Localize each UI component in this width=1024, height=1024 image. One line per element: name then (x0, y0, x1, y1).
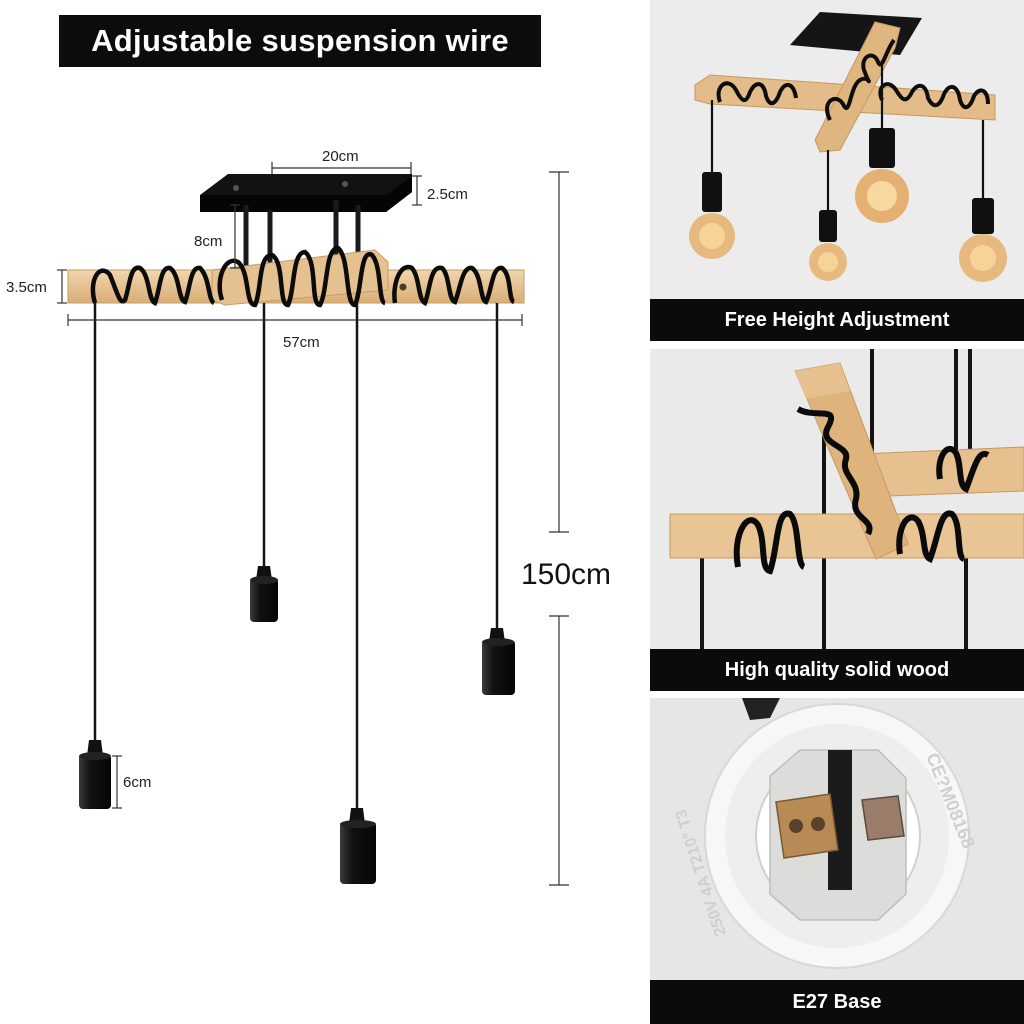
caption-solid-wood: High quality solid wood (650, 649, 1024, 691)
dimension-rod-length: 8cm (194, 233, 223, 250)
lamp-with-bulbs-illustration (650, 0, 1024, 300)
hanging-cables (93, 303, 499, 812)
caption-e27-base: E27 Base (650, 980, 1024, 1024)
edison-bulbs (689, 169, 1007, 282)
product-diagram: Adjustable suspension wire 20cm 2.5cm 8c… (6, 15, 612, 886)
socket-1 (79, 740, 111, 809)
dimension-lines (57, 162, 569, 886)
dimension-socket-height: 6cm (123, 774, 152, 791)
socket-4 (482, 628, 515, 695)
photo-e27-base: CE?M08168 250V 4A T210° T3 (650, 698, 1024, 980)
dimension-total-height: 150cm (521, 558, 612, 591)
socket-3 (340, 808, 376, 884)
lamp-diagram-drawing (57, 162, 569, 886)
dimension-beam-length: 57cm (283, 334, 320, 351)
caption-free-height: Free Height Adjustment (650, 299, 1024, 341)
photo-height-adjustment (650, 0, 1024, 300)
e27-socket-illustration: CE?M08168 250V 4A T210° T3 (650, 698, 1024, 980)
wood-closeup-illustration (650, 349, 1024, 649)
photo-solid-wood (650, 349, 1024, 649)
brass-contact (775, 793, 839, 859)
coiled-cables (90, 245, 516, 308)
dimension-plate-thickness: 2.5cm (427, 186, 468, 203)
dimension-plate-width: 20cm (322, 148, 359, 165)
metal-contact (861, 795, 905, 841)
dimension-beam-thickness: 3.5cm (6, 279, 47, 296)
socket-2 (250, 566, 278, 622)
page-title: Adjustable suspension wire (59, 15, 541, 67)
ceiling-plate (200, 174, 412, 212)
